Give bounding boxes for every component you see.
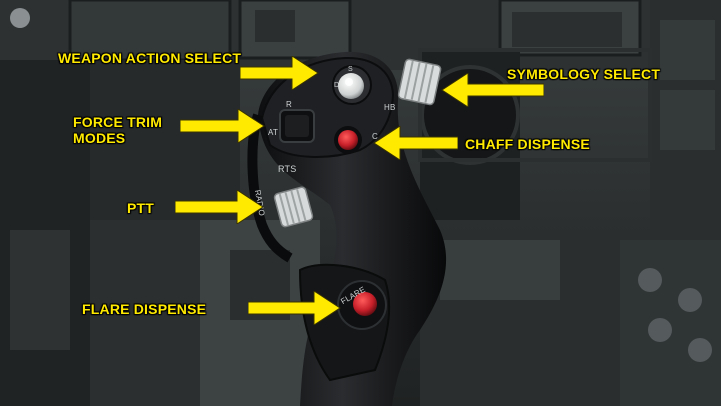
arrow-flare-dispense xyxy=(248,291,341,325)
arrow-weapon-action-select xyxy=(240,56,319,90)
label-force-trim-modes: FORCE TRIM MODES xyxy=(73,114,163,146)
label-chaff-dispense: CHAFF DISPENSE xyxy=(465,136,590,152)
arrow-symbology-select xyxy=(441,73,544,107)
marking-s: S xyxy=(348,66,353,73)
arrow-ptt xyxy=(175,190,264,224)
marking-c: C xyxy=(372,132,378,141)
marking-at: AT xyxy=(268,128,279,137)
marking-rts: RTS xyxy=(278,164,297,174)
arrow-force-trim-modes xyxy=(180,109,265,143)
label-flare-dispense: FLARE DISPENSE xyxy=(82,301,207,317)
label-ptt: PTT xyxy=(127,200,155,216)
label-symbology-select: SYMBOLOGY SELECT xyxy=(507,66,661,82)
arrow-chaff-dispense xyxy=(373,126,458,160)
label-weapon-action-select: WEAPON ACTION SELECT xyxy=(58,50,242,66)
marking-r: R xyxy=(286,100,292,109)
marking-hb: HB xyxy=(384,103,396,112)
marking-d: D xyxy=(334,82,340,89)
